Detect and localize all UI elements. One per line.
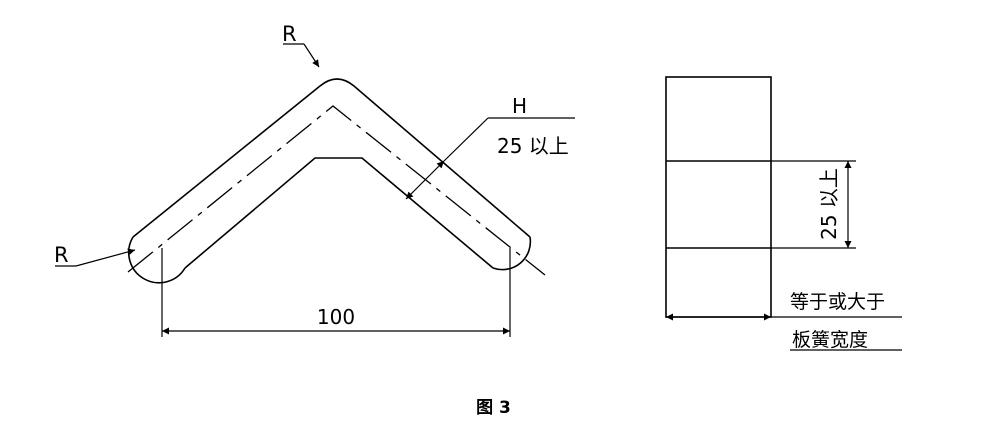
- strip-height-callout: H 25 以上: [405, 94, 575, 200]
- span-dimension-value: 100: [317, 305, 355, 329]
- figure-caption: 图 3: [476, 398, 511, 418]
- bent-strip-right-end-cap: [492, 236, 532, 271]
- width-note-line2: 板簧宽度: [792, 329, 868, 351]
- bent-strip-left-end-cap: [127, 236, 186, 284]
- height-symbol-label: H: [512, 94, 527, 118]
- side-height-value: 25 以上: [817, 168, 841, 240]
- bent-strip-inner-edge: [184, 157, 494, 269]
- strip-height-value: 25 以上: [497, 134, 569, 158]
- bent-strip-centerline: [127, 105, 546, 276]
- top-radius-callout: R: [282, 22, 320, 68]
- left-radius-label: R: [54, 243, 69, 267]
- bent-strip-outer-edge: [132, 78, 531, 238]
- side-view-outline: [665, 76, 772, 318]
- top-radius-label: R: [282, 22, 297, 46]
- left-radius-callout: R: [54, 243, 136, 267]
- side-view: 25 以上 等于或大于 板簧宽度: [665, 76, 902, 351]
- width-note-line1: 等于或大于: [790, 291, 885, 313]
- bent-strip: [127, 78, 546, 284]
- span-dimension: 100: [161, 248, 511, 337]
